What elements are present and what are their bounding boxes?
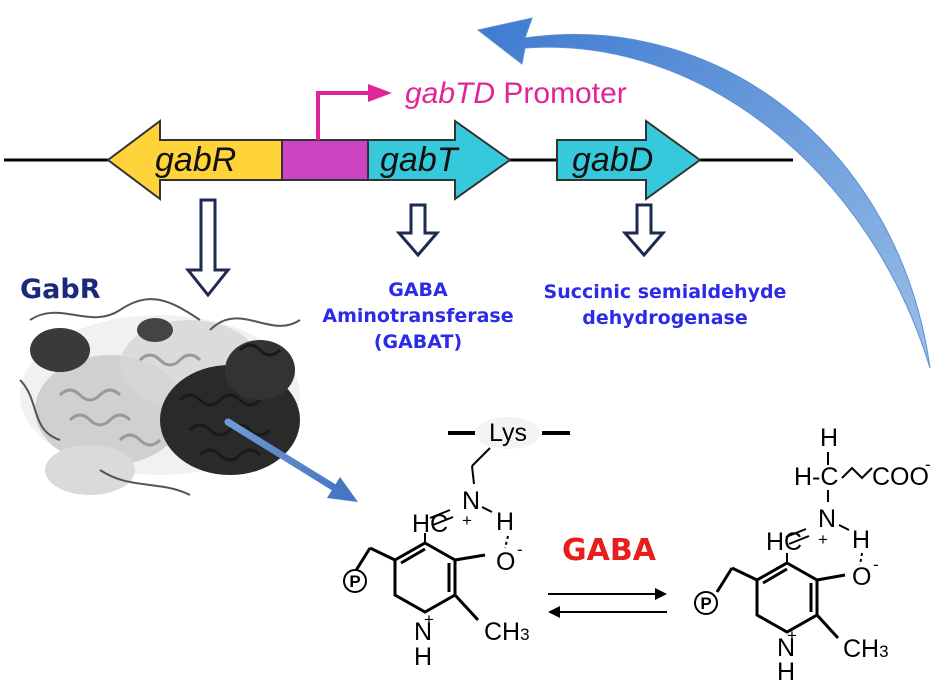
structure-to-plp-arrow — [224, 418, 358, 502]
gabD-expression-arrow — [621, 203, 667, 258]
right-plp-gaba-structure: H H-C COO - N + HC H O - P N + H CH3 — [694, 424, 931, 682]
equilibrium-arrows — [548, 588, 667, 618]
gabD-gene-arrow — [556, 119, 702, 201]
svg-text:H: H — [777, 658, 795, 682]
promoter-start-arrow — [316, 91, 372, 140]
svg-text:N: N — [818, 505, 836, 533]
gabR-expression-arrow — [184, 198, 232, 298]
gabD-product-line2: dehydrogenase — [582, 307, 747, 329]
promoter-label: gabTD Promoter — [405, 77, 627, 110]
svg-text:H: H — [820, 424, 838, 452]
svg-text:+: + — [818, 530, 828, 549]
svg-text:O: O — [496, 548, 515, 576]
svg-text:-: - — [873, 555, 879, 574]
svg-text:-: - — [925, 455, 931, 474]
svg-text:N: N — [414, 618, 432, 646]
svg-text:O: O — [852, 563, 871, 591]
svg-text:H: H — [414, 643, 432, 671]
gabT-gene-label: gabT — [380, 141, 460, 179]
svg-text:P: P — [349, 572, 360, 591]
lys-label: Lys — [489, 419, 527, 447]
svg-text:N: N — [462, 487, 480, 515]
left-plp-lys-structure: Lys N + HC H O - P N + H CH3 — [343, 417, 570, 671]
svg-text:P: P — [700, 594, 711, 613]
promoter-arrowhead — [368, 84, 392, 102]
svg-text:-: - — [517, 540, 523, 559]
svg-text:CH3: CH3 — [484, 618, 530, 646]
gaba-reagent-label: GABA — [562, 533, 657, 568]
svg-text:H-C: H-C — [794, 463, 838, 491]
gabR-gene-arrow — [106, 119, 283, 201]
gabD-gene-label: gabD — [572, 141, 653, 179]
gabr-protein-structure — [19, 298, 301, 496]
gabT-gene-arrow — [367, 119, 512, 201]
gabR-gene-label: gabR — [155, 141, 236, 179]
svg-text:H: H — [852, 526, 870, 554]
gabT-expression-arrow — [395, 203, 441, 258]
svg-text:+: + — [787, 626, 797, 645]
svg-text:+: + — [424, 610, 434, 629]
svg-text:H: H — [496, 508, 514, 536]
feedback-curved-arrow — [476, 17, 931, 369]
gabD-product-line1: Succinic semialdehyde — [544, 281, 787, 303]
svg-text:N: N — [777, 634, 795, 662]
gabT-product-line1: GABA — [388, 279, 448, 301]
gabR-protein-label: GabR — [20, 274, 101, 305]
svg-text:COO: COO — [872, 463, 929, 491]
svg-text:HC: HC — [412, 510, 448, 538]
svg-text:HC: HC — [766, 528, 802, 556]
svg-text:CH3: CH3 — [843, 635, 889, 663]
svg-text:+: + — [462, 511, 472, 530]
gabT-product-line2: Aminotransferase — [322, 305, 513, 327]
gabT-product-line3: (GABAT) — [374, 331, 462, 353]
promoter-box — [281, 139, 369, 181]
